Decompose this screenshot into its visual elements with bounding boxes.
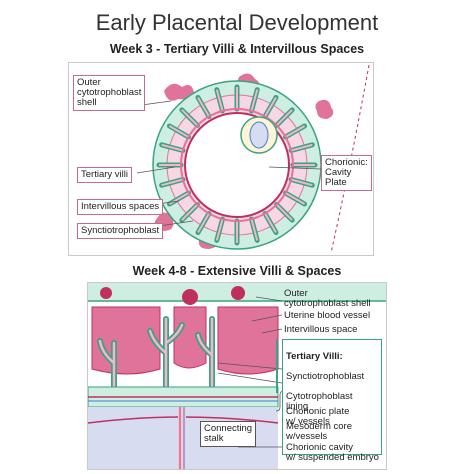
villus-core [161,143,184,152]
uterine-blood-vessel [100,287,112,299]
villus-core [197,96,210,118]
tertiary-villi-box: Tertiary Villi: Synctiotrophoblast Cytot… [282,339,382,455]
label-intervillous-space: Intervillous space [284,324,358,335]
tertiary-villi-bracket [276,339,278,393]
villus-core [215,89,224,112]
villus-core [250,89,259,112]
villus-core [215,218,224,241]
uterine-blood-vessel [182,289,198,305]
label-synctiotrophoblast-48: Synctiotrophoblast [286,371,365,382]
label-outer-shell-48: Outer cytotrophoblast shell [284,288,371,309]
villus-core [290,178,313,187]
label-connecting-stalk: Connecting stalk [200,421,257,447]
week48-subtitle: Week 4-8 - Extensive Villi & Spaces [132,264,342,278]
chorionic-plate [180,108,294,222]
villus-core [275,203,293,221]
tertiary-villi-group [156,84,318,246]
label-intervillous-spaces: Intervillous spaces [77,199,164,215]
villus-core [264,96,277,118]
label-chorionic: Chorionic: Cavity Plate [321,155,372,191]
decidua-blob [315,99,334,119]
label-cyto-lining: Cytotrophoblast lining [286,391,353,412]
villus-core [168,125,190,138]
villus-core [181,203,199,221]
villus-core [181,109,199,127]
connecting-stalk [178,407,186,469]
label-chorionic-cavity: Chorionic cavity w/ suspended embryo [286,442,379,463]
label-tertiary-villi: Tertiary villi [77,167,132,183]
villus-core [290,143,313,152]
villus-core [250,218,259,241]
week48-diagram [88,283,386,469]
villus-core [275,109,293,127]
label-tertiary-villi-header: Tertiary Villi: [286,351,343,362]
page-title: Early Placental Development [95,10,379,35]
uterine-blood-vessel [231,286,245,300]
label-outer-shell: Outer cytotrophoblast shell [73,75,146,111]
villus-core [284,125,306,138]
villus-core [197,212,210,234]
label-synctiotrophoblast: Synctiotrophoblast [77,223,164,239]
villus-core [161,178,184,187]
week48-panel: Outer cytotrophoblast shell Uterine bloo… [87,282,387,470]
label-uterine-vessel: Uterine blood vessel [284,310,371,321]
decidua-blob [164,83,194,101]
week3-subtitle: Week 3 - Tertiary Villi & Intervillous S… [109,42,365,56]
week3-diagram [126,64,370,254]
label-mesoderm-core: Mesoderm core w/vessels [286,421,352,442]
villus-core [284,192,306,205]
embryo [249,121,269,149]
label-chorionic-plate: Chorionic plate w/ vessels [286,406,350,427]
week3-panel: Outer cytotrophoblast shell Tertiary vil… [68,62,374,256]
villus-core [264,212,277,234]
